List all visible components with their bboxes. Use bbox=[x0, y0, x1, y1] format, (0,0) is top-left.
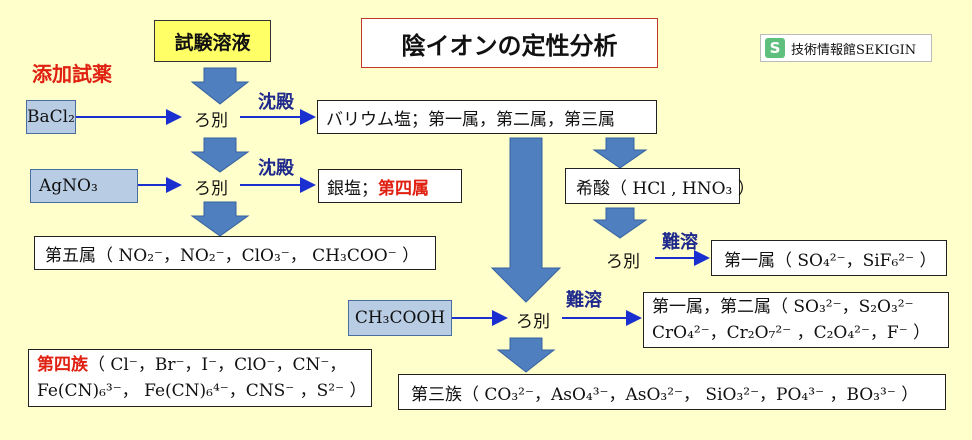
group12-line2: CrO₄²⁻，Cr₂O₇²⁻ ，C₂O₄²⁻，F⁻ ） bbox=[652, 323, 931, 343]
down-arrow-acid bbox=[592, 137, 648, 169]
brand-logo: S bbox=[765, 38, 785, 58]
group1-text: 第一属（ SO₄²⁻，SiF₆²⁻ ） bbox=[724, 250, 937, 271]
silver-salt-box: 銀塩； 第四属 bbox=[318, 169, 462, 203]
barium-salt-text: バリウム塩；第一属，第二属，第三属 bbox=[326, 109, 615, 130]
arrow-label-insol2: 難溶 bbox=[566, 290, 602, 311]
group5-text: 第五属（ NO₂⁻，NO₂⁻，ClO₃⁻， CH₃COO⁻ ） bbox=[45, 245, 420, 266]
sample-label: 試験溶液 bbox=[174, 31, 251, 54]
reagent-bacl2: BaCl₂ bbox=[26, 100, 76, 134]
page-title: 陰イオンの定性分析 bbox=[401, 31, 618, 60]
group3-text: 第三族（ CO₃²⁻，AsO₄³⁻，AsO₃²⁻， SiO₃²⁻，PO₄³⁻ ，… bbox=[411, 384, 919, 405]
reagent-agno3: AgNO₃ bbox=[30, 169, 138, 203]
group5-box: 第五属（ NO₂⁻，NO₂⁻，ClO₃⁻， CH₃COO⁻ ） bbox=[34, 236, 436, 270]
dilute-acid-box: 希酸（ HCl , HNO₃ ） bbox=[565, 168, 755, 204]
title-box: 陰イオンの定性分析 bbox=[361, 18, 658, 68]
barium-salt-box: バリウム塩；第一属，第二属，第三属 bbox=[317, 100, 657, 134]
group12-line1: 第一属，第二属（ SO₃²⁻，S₂O₃²⁻ bbox=[652, 297, 914, 317]
down-arrow-5 bbox=[496, 337, 556, 373]
reagent-heading: 添加試薬 bbox=[32, 62, 112, 86]
filter-step-1: ろ別 bbox=[194, 111, 228, 131]
group1-box: 第一属（ SO₄²⁻，SiF₆²⁻ ） bbox=[711, 240, 947, 276]
sample-box: 試験溶液 bbox=[154, 20, 271, 62]
group4-line1-wrap: 第四族（ Cl⁻，Br⁻，I⁻，ClO⁻，CN⁻， bbox=[37, 352, 346, 378]
reagent-agno3-label: AgNO₃ bbox=[39, 176, 98, 196]
brand-name: 技術情報館SEKIGIN bbox=[791, 42, 917, 58]
filter-step-3: ろ別 bbox=[606, 252, 640, 272]
group3-box: 第三族（ CO₃²⁻，AsO₄³⁻，AsO₃²⁻， SiO₃²⁻，PO₄³⁻ ，… bbox=[398, 374, 946, 410]
group4-line2: Fe(CN)₆³⁻， Fe(CN)₆⁴⁻，CNS⁻ ，S²⁻ ） bbox=[37, 381, 367, 401]
group4-box: 第四族（ Cl⁻，Br⁻，I⁻，ClO⁻，CN⁻， Fe(CN)₆³⁻， Fe(… bbox=[28, 349, 372, 407]
arrow-label-ppt2: 沈殿 bbox=[258, 158, 294, 179]
silver-salt-group: 第四属 bbox=[378, 178, 429, 199]
down-arrow-4 bbox=[592, 207, 648, 239]
brand-box: S 技術情報館SEKIGIN bbox=[760, 34, 932, 62]
group12-box: 第一属，第二属（ SO₃²⁻，S₂O₃²⁻ CrO₄²⁻，Cr₂O₇²⁻ ，C₂… bbox=[643, 292, 949, 348]
filter-step-2: ろ別 bbox=[194, 179, 228, 199]
filter-step-4: ろ別 bbox=[516, 312, 550, 332]
reagent-bacl2-label: BaCl₂ bbox=[27, 107, 75, 127]
arrow-label-insol1: 難溶 bbox=[662, 232, 698, 253]
down-arrow-2 bbox=[190, 137, 250, 173]
group4-prefix: 第四族 bbox=[37, 355, 88, 375]
reagent-ch3cooh: CH₃COOH bbox=[348, 300, 452, 336]
silver-salt-prefix: 銀塩； bbox=[327, 178, 378, 199]
down-arrow-1 bbox=[190, 67, 250, 105]
group4-line1: （ Cl⁻，Br⁻，I⁻，ClO⁻，CN⁻， bbox=[88, 355, 347, 375]
down-arrow-3 bbox=[190, 201, 250, 237]
down-arrow-big bbox=[490, 137, 562, 303]
reagent-ch3cooh-label: CH₃COOH bbox=[354, 308, 446, 328]
arrow-label-ppt1: 沈殿 bbox=[258, 92, 294, 113]
dilute-acid-label: 希酸（ HCl , HNO₃ ） bbox=[576, 178, 755, 199]
